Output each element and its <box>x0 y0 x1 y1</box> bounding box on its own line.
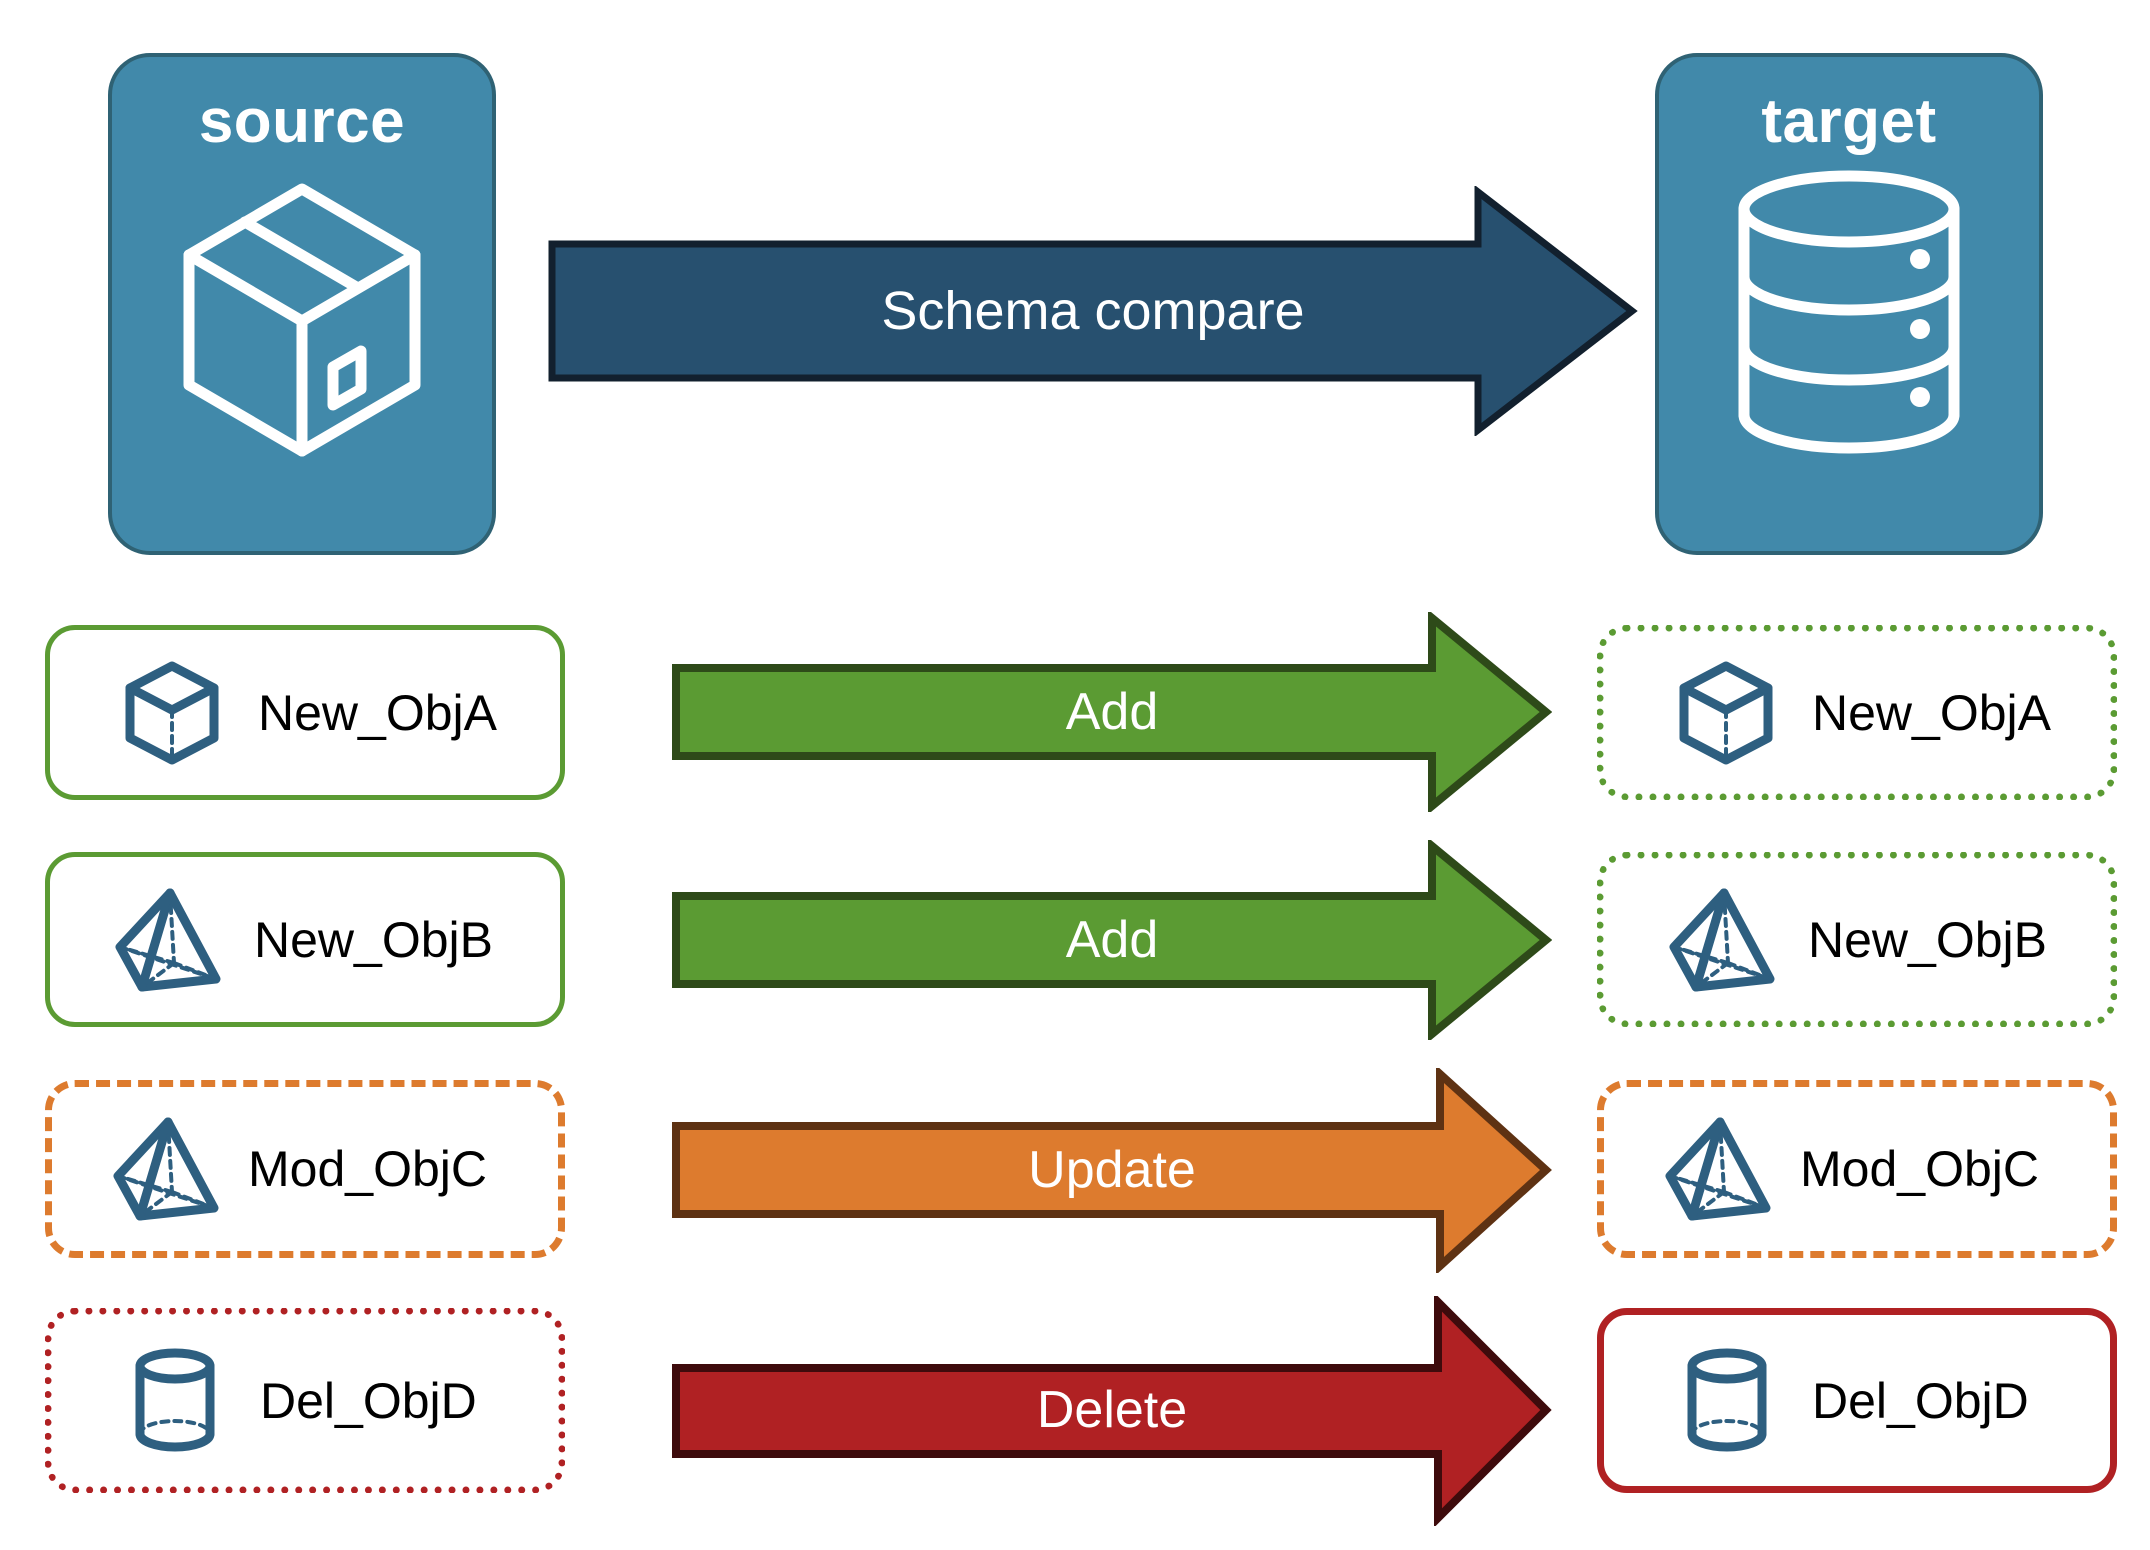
wireframe-pyramid-icon <box>1668 885 1778 995</box>
wireframe-cylinder-icon <box>1682 1346 1772 1456</box>
target-title: target <box>1761 87 1937 156</box>
source-card-row-0[interactable]: New_ObjA <box>45 625 565 800</box>
source-card-label-row-3: Del_ObjD <box>260 1372 477 1429</box>
target-card-row-0[interactable]: New_ObjA <box>1597 625 2117 800</box>
wireframe-pyramid-icon <box>112 1114 222 1224</box>
action-arrow-label-row-3: Delete <box>1036 1381 1188 1439</box>
source-card-label-row-2: Mod_ObjC <box>248 1141 487 1197</box>
source-card-label-row-1: New_ObjB <box>254 911 493 968</box>
action-arrow-row-0: Add <box>672 612 1552 812</box>
schema-compare-arrow-label: Schema compare <box>881 281 1305 341</box>
target-panel: target <box>1655 53 2043 555</box>
source-card-row-3[interactable]: Del_ObjD <box>45 1308 565 1493</box>
wireframe-cube-icon <box>122 658 222 768</box>
target-card-row-3[interactable]: Del_ObjD <box>1597 1308 2117 1493</box>
action-arrow-label-row-0: Add <box>1065 683 1159 741</box>
wireframe-pyramid-icon <box>114 885 224 995</box>
action-arrow-row-2: Update <box>672 1068 1552 1273</box>
wireframe-cylinder-icon <box>130 1346 220 1456</box>
wireframe-pyramid-icon <box>1664 1114 1774 1224</box>
database-cylinder-icon <box>1724 167 1974 462</box>
source-card-row-1[interactable]: New_ObjB <box>45 852 565 1027</box>
package-box-icon <box>167 167 437 462</box>
target-card-label-row-1: New_ObjB <box>1808 911 2047 968</box>
target-card-row-2[interactable]: Mod_ObjC <box>1597 1080 2117 1258</box>
wireframe-cube-icon <box>1676 658 1776 768</box>
target-card-label-row-0: New_ObjA <box>1812 684 2051 741</box>
schema-compare-arrow: Schema compare <box>548 186 1638 436</box>
source-title: source <box>198 87 406 156</box>
source-panel: source <box>108 53 496 555</box>
source-card-label-row-0: New_ObjA <box>258 684 497 741</box>
action-arrow-row-3: Delete <box>672 1296 1552 1526</box>
action-arrow-label-row-1: Add <box>1065 911 1159 969</box>
target-card-label-row-3: Del_ObjD <box>1812 1372 2029 1429</box>
target-card-label-row-2: Mod_ObjC <box>1800 1141 2039 1197</box>
source-card-row-2[interactable]: Mod_ObjC <box>45 1080 565 1258</box>
target-card-row-1[interactable]: New_ObjB <box>1597 852 2117 1027</box>
action-arrow-row-1: Add <box>672 840 1552 1040</box>
action-arrow-label-row-2: Update <box>1028 1141 1196 1199</box>
